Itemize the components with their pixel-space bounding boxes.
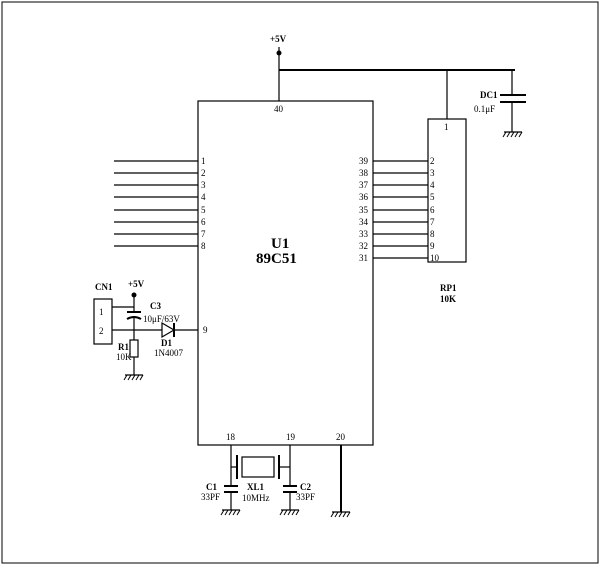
dc1-ground-symbol (502, 131, 523, 138)
rp1-pin-5: 5 (430, 192, 435, 202)
d1-diode-symbol (161, 321, 176, 339)
u1-pin-36: 36 (359, 192, 369, 202)
u1-pin-8: 8 (201, 241, 206, 251)
xl1-value-label: 10MHz (242, 493, 270, 503)
u1-pin-31: 31 (359, 253, 368, 263)
rp1-pin-8: 8 (430, 229, 435, 239)
u1-pin-19: 19 (286, 432, 296, 442)
d1-ref-label: D1 (161, 338, 172, 348)
u1-pin-9: 9 (203, 325, 208, 335)
rp1-pin-7: 7 (430, 217, 435, 227)
c2-value-label: 33PF (296, 492, 315, 502)
u1-pin-3: 3 (201, 180, 206, 190)
u1-chip-body (197, 100, 374, 446)
rp1-ref-label: RP1 (440, 283, 457, 293)
c2-ground-symbol (279, 509, 300, 516)
rp1-pin-6: 6 (430, 205, 435, 215)
u1-ref-label: U1 (271, 236, 289, 252)
u1-pin-1: 1 (201, 156, 206, 166)
vcc-top-label: +5V (270, 34, 287, 44)
dc1-ref-label: DC1 (480, 90, 498, 100)
rp1-value-label: 10K (440, 294, 456, 304)
u1-pin-5: 5 (201, 205, 206, 215)
u1-part-label: 89C51 (256, 251, 297, 267)
u1-pin-35: 35 (359, 205, 369, 215)
u1-pin-vcc: 40 (274, 104, 284, 114)
u1-pin-32: 32 (359, 241, 368, 251)
port0-right-wires (373, 160, 428, 259)
u1-pin-34: 34 (359, 217, 369, 227)
u1-pin-18: 18 (226, 432, 236, 442)
pin20-ground-symbol (330, 511, 351, 518)
c3-plate-bottom (126, 316, 142, 320)
rp1-pin-1: 1 (444, 122, 449, 132)
r1-ground-symbol (123, 374, 144, 381)
u1-pin-33: 33 (359, 229, 369, 239)
rp1-pin-10: 10 (430, 253, 440, 263)
c1-value-label: 33PF (201, 492, 220, 502)
u1-pin-7: 7 (201, 229, 206, 239)
u1-pin-37: 37 (359, 180, 369, 190)
u1-pin-6: 6 (201, 217, 206, 227)
xl1-crystal-body (241, 456, 275, 478)
rp1-pin-3: 3 (430, 168, 435, 178)
vcc-reset-label: +5V (128, 279, 145, 289)
u1-pin-39: 39 (359, 156, 369, 166)
port1-left-wires (114, 160, 198, 247)
rp1-pin-4: 4 (430, 180, 435, 190)
r1-ref-label: R1 (118, 342, 129, 352)
cn1-pin-2: 2 (99, 326, 104, 336)
rp1-body (427, 118, 467, 263)
c3-value-label: 10μF/63V (143, 314, 180, 324)
rp1-pin-2: 2 (430, 156, 435, 166)
u1-pin-38: 38 (359, 168, 369, 178)
cn1-body (93, 298, 113, 345)
c1-ref-label: C1 (206, 482, 217, 492)
u1-pin-20: 20 (336, 432, 346, 442)
c1-ground-symbol (220, 509, 241, 516)
c2-ref-label: C2 (300, 482, 311, 492)
u1-pin-2: 2 (201, 168, 206, 178)
r1-value-label: 10K (116, 352, 132, 362)
d1-part-label: 1N4007 (154, 348, 183, 358)
xl1-ref-label: XL1 (247, 482, 265, 492)
dc1-value-label: 0.1μF (474, 104, 495, 114)
cn1-pin-1: 1 (99, 307, 104, 317)
u1-pin-4: 4 (201, 192, 206, 202)
c3-ref-label: C3 (150, 301, 161, 311)
rp1-pin-9: 9 (430, 241, 435, 251)
cn1-ref-label: CN1 (95, 282, 113, 292)
